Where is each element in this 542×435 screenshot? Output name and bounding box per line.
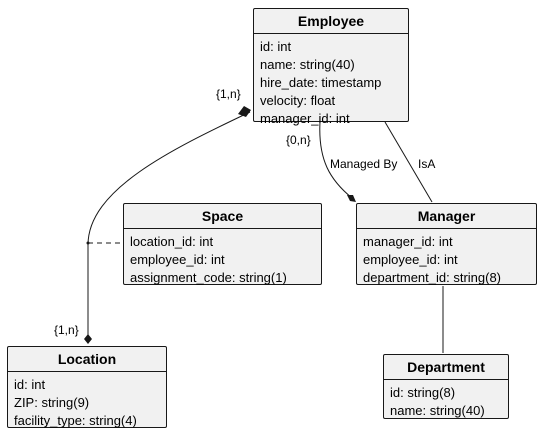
department-attributes: id: string(8) name: string(40) bbox=[384, 380, 508, 420]
manager-attributes: manager_id: int employee_id: int departm… bbox=[357, 229, 536, 287]
location-attribute: ZIP: string(9) bbox=[14, 395, 90, 410]
location-multiplicity-label: {1,n} bbox=[54, 323, 79, 337]
space-entity: Space location_id: int employee_id: int … bbox=[123, 203, 322, 285]
location-attributes: id: int ZIP: string(9) facility_type: st… bbox=[8, 372, 166, 430]
department-entity: Department id: string(8) name: string(40… bbox=[383, 354, 509, 419]
managed-by-edge bbox=[319, 121, 353, 199]
location-title: Location bbox=[8, 347, 166, 372]
department-attribute: id: string(8) bbox=[390, 385, 456, 400]
managed-by-diamond bbox=[347, 195, 356, 202]
employee-attribute: manager_id: int bbox=[260, 111, 350, 126]
managed-by-label: Managed By bbox=[330, 157, 398, 171]
location-entity: Location id: int ZIP: string(9) facility… bbox=[7, 346, 167, 428]
employee-multiplicity-label: {1,n} bbox=[216, 87, 241, 101]
employee-attribute: velocity: float bbox=[260, 93, 336, 108]
employee-attribute: hire_date: timestamp bbox=[260, 75, 382, 90]
location-attribute: facility_type: string(4) bbox=[14, 413, 137, 428]
employee-attribute: id: int bbox=[260, 39, 292, 54]
is-a-label: IsA bbox=[418, 157, 436, 171]
location-attribute: id: int bbox=[14, 377, 46, 392]
space-attributes: location_id: int employee_id: int assign… bbox=[124, 229, 321, 287]
department-title: Department bbox=[384, 355, 508, 380]
manager-attribute: manager_id: int bbox=[363, 234, 453, 249]
manager-title: Manager bbox=[357, 204, 536, 229]
employee-attributes: id: int name: string(40) hire_date: time… bbox=[254, 34, 408, 128]
managed-by-multiplicity-label: {0,n} bbox=[286, 133, 311, 147]
space-title: Space bbox=[124, 204, 321, 229]
is-a-edge bbox=[384, 121, 433, 203]
employee-title: Employee bbox=[254, 9, 408, 34]
space-attribute: assignment_code: string(1) bbox=[130, 270, 287, 285]
employee-entity: Employee id: int name: string(40) hire_d… bbox=[253, 8, 409, 126]
department-attribute: name: string(40) bbox=[390, 403, 485, 418]
employee-location-edge bbox=[87, 111, 251, 335]
manager-entity: Manager manager_id: int employee_id: int… bbox=[356, 203, 537, 285]
employee-attribute: name: string(40) bbox=[260, 57, 355, 72]
manager-attribute: employee_id: int bbox=[363, 252, 458, 267]
employee-end-diamond bbox=[238, 106, 251, 117]
location-end-diamond bbox=[84, 334, 92, 344]
space-attribute: employee_id: int bbox=[130, 252, 225, 267]
manager-attribute: department_id: string(8) bbox=[363, 270, 502, 285]
space-attribute: location_id: int bbox=[130, 234, 214, 249]
